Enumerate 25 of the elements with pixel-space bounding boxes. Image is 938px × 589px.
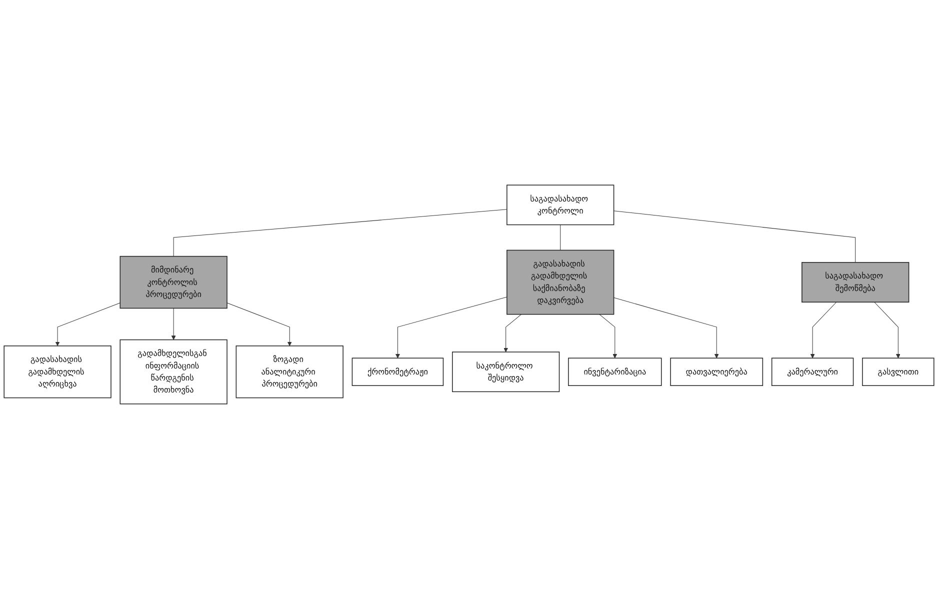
- arrow: [395, 296, 508, 358]
- node-box: საგადასახადო შემოწმება: [802, 262, 910, 302]
- arrow: [55, 302, 120, 346]
- arrow: [810, 302, 837, 358]
- arrow: [504, 314, 522, 352]
- node-box: მიმდინარე კონტროლის პროცედურები: [120, 256, 228, 309]
- arrow: [226, 302, 292, 346]
- node-box: დათვალიერება: [670, 358, 764, 386]
- connector: [614, 210, 856, 263]
- node-box: ქრონომეტრაჟი: [352, 358, 444, 386]
- node-box: გადასახადის გადამხდელის საქმიანობაზე დაკვირვება: [506, 250, 614, 315]
- node-box: გადამხდელისგან ინფორმაციის წარდგენის მოთხოვნა: [120, 339, 228, 404]
- connector: [560, 224, 561, 250]
- node-box: კამერალური: [771, 358, 854, 386]
- arrow: [874, 302, 900, 358]
- node-box: გადასახადის გადამხდელის აღრიცხვა: [4, 346, 112, 398]
- node-box: საგადასახადო კონტროლი: [506, 184, 614, 226]
- node-box: გასვლითი: [862, 358, 934, 386]
- arrow: [171, 308, 176, 340]
- arrow: [614, 297, 719, 358]
- node-box: ინვენტარიზაცია: [568, 358, 662, 386]
- connector: [173, 209, 508, 257]
- node-box: საკონტროლო შესყიდვა: [452, 352, 560, 392]
- node-box: ზოგადი ანალიტიკური პროცედურები: [236, 346, 344, 398]
- arrow: [599, 314, 618, 358]
